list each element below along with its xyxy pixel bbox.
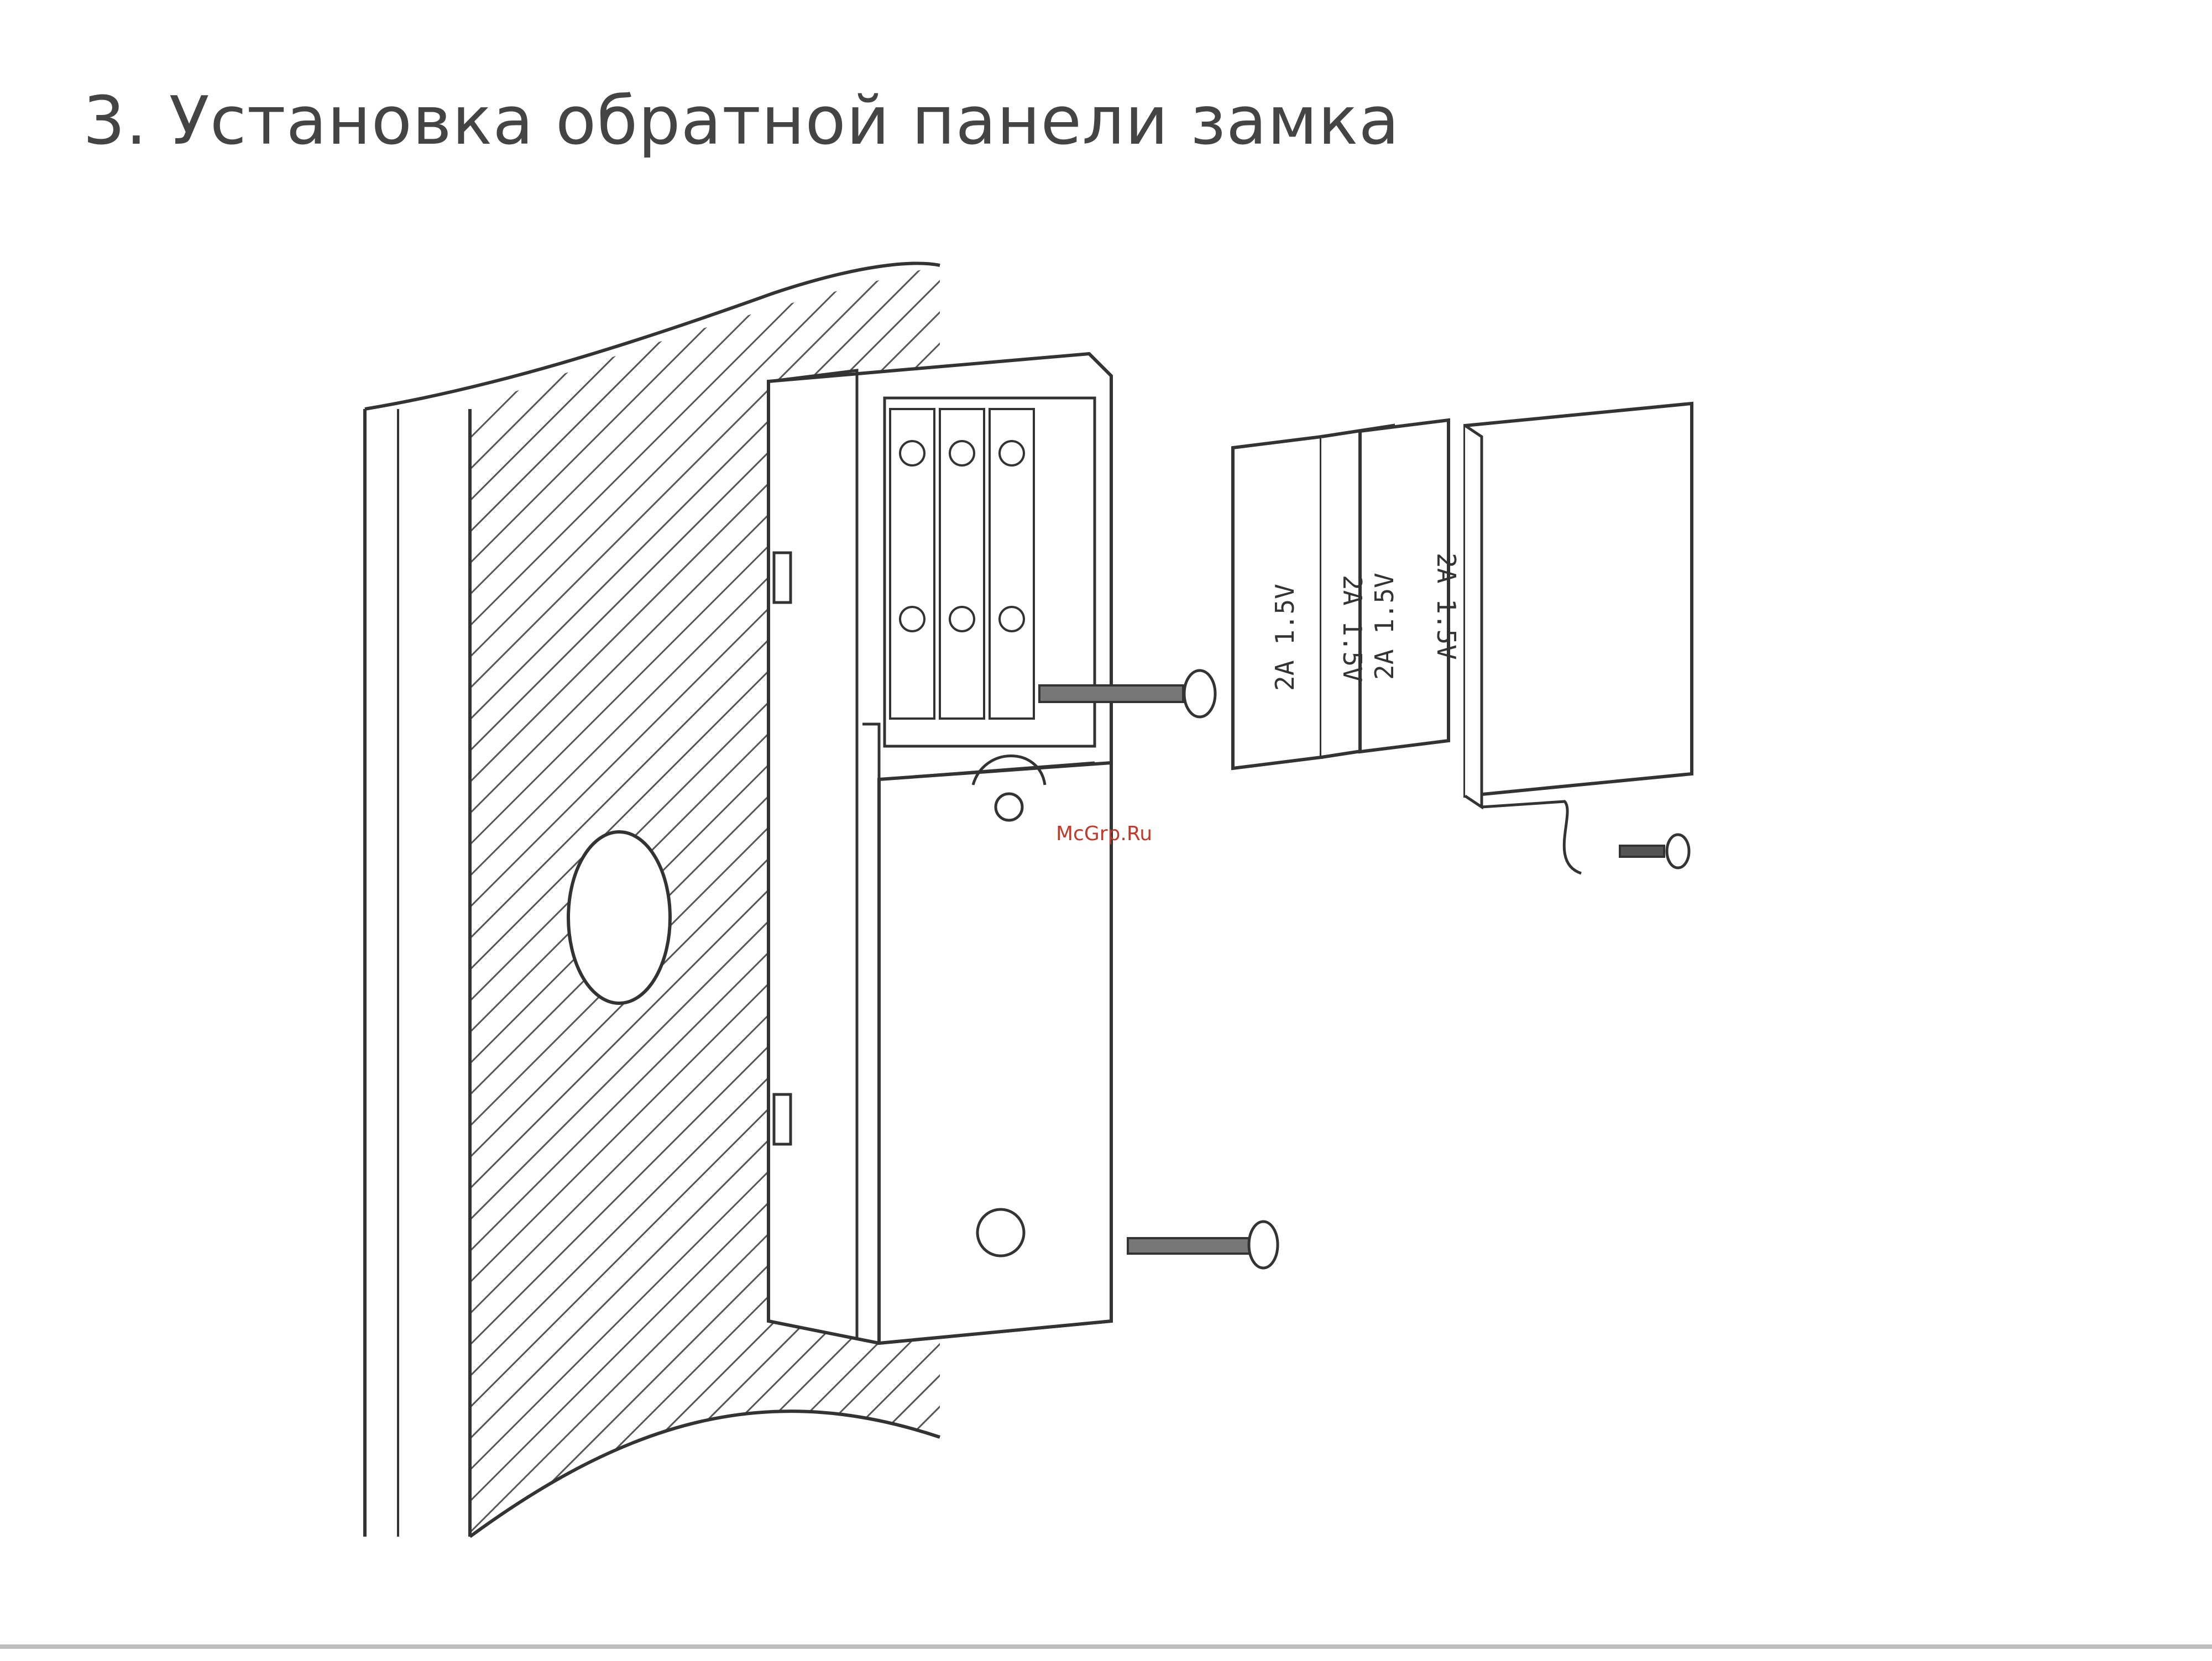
battery-label: 2A 1.5V (1431, 553, 1461, 660)
footer-divider (0, 1644, 2212, 1649)
screw-icon (1128, 1222, 1278, 1268)
door-handle-hole (568, 832, 670, 1003)
battery-label: 2A 1.5V (1369, 573, 1399, 680)
batteries: 2A 1.5V 2A 1.5V 2A 1.5V 2A 1.5V (1233, 420, 1461, 768)
lock-back-panel (768, 354, 1111, 1343)
battery-label: 2A 1.5V (1337, 575, 1367, 682)
watermark: McGrp.Ru (1056, 822, 1152, 845)
screw-icon (1620, 835, 1689, 868)
battery-cover (1465, 404, 1692, 873)
battery-label: 2A 1.5V (1270, 584, 1300, 691)
